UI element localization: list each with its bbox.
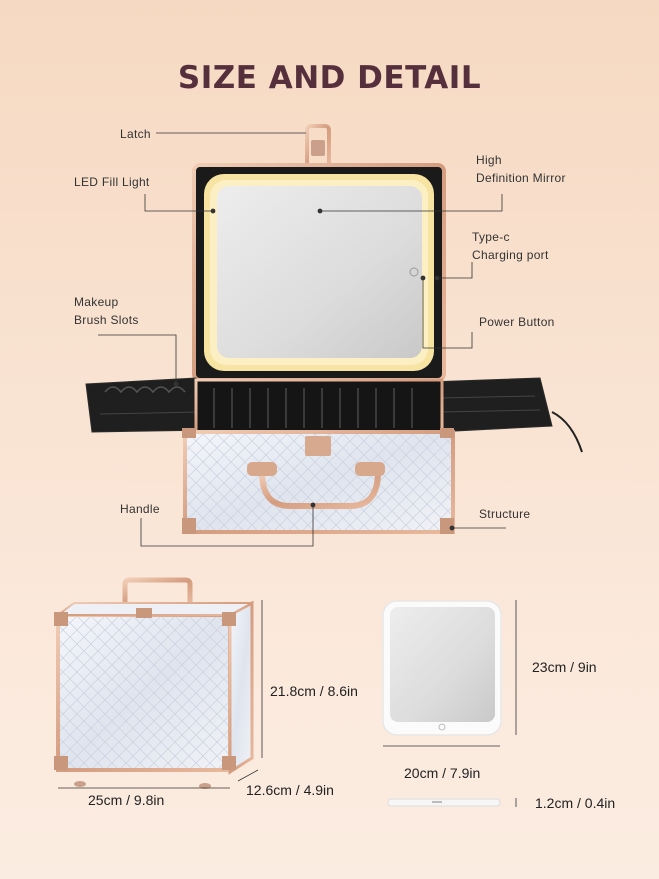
mirror-height-dimension: 23cm / 9in <box>532 659 597 675</box>
latch <box>305 124 331 170</box>
mirror-label-line1: High <box>476 153 502 167</box>
case-depth-dimension: 12.6cm / 4.9in <box>246 782 334 798</box>
handle-label: Handle <box>120 502 160 516</box>
mirror-accessory <box>382 600 502 807</box>
brush-slots-label-line2: Brush Slots <box>74 313 139 327</box>
page-title: SIZE AND DETAIL <box>177 60 482 96</box>
typec-label-line1: Type-c <box>472 230 510 244</box>
mirror-label-line2: Definition Mirror <box>476 171 566 185</box>
mirror <box>217 186 422 358</box>
case-height-dimension: 21.8cm / 8.6in <box>270 683 358 699</box>
latch-label: Latch <box>120 127 151 141</box>
brush-slots-label-line1: Makeup <box>74 295 119 309</box>
mirror-thickness-dimension: 1.2cm / 0.4in <box>535 795 616 811</box>
case-width-dimension: 25cm / 9.8in <box>88 792 165 808</box>
typec-label-line2: Charging port <box>472 248 549 262</box>
structure-label: Structure <box>479 507 531 521</box>
power-button-label: Power Button <box>479 315 555 329</box>
mirror-width-dimension: 20cm / 7.9in <box>404 765 481 781</box>
closed-case <box>54 577 254 789</box>
handle <box>259 471 381 509</box>
power-button <box>409 267 419 277</box>
led-fill-light-label: LED Fill Light <box>74 175 150 189</box>
brush-slots-panel <box>85 377 213 433</box>
